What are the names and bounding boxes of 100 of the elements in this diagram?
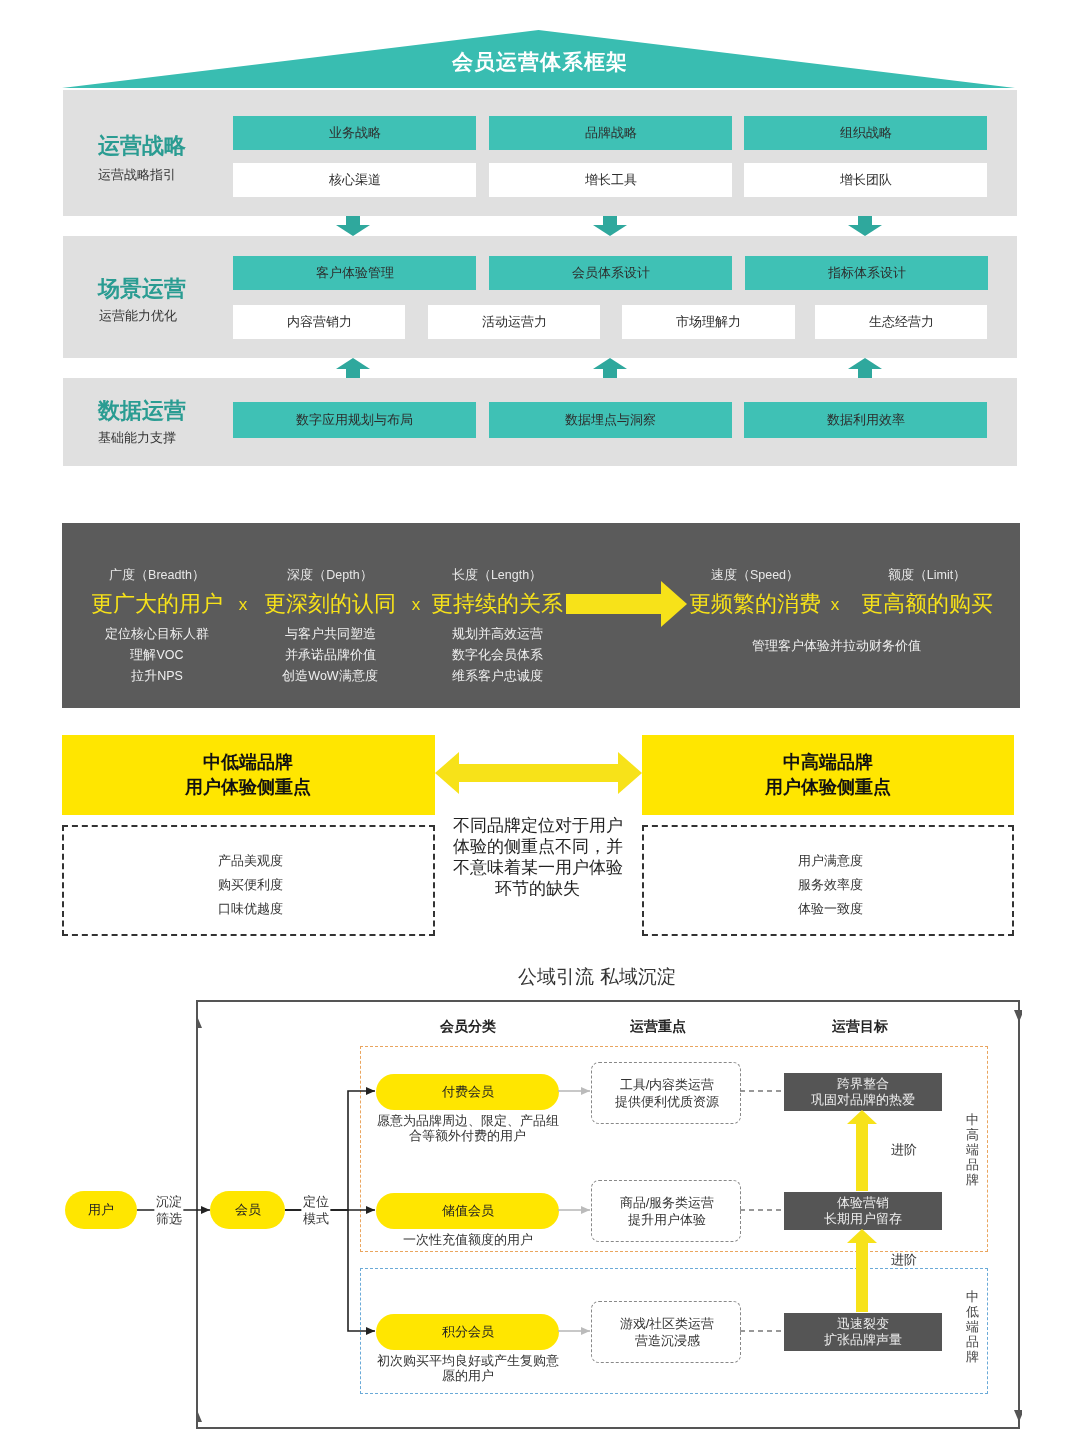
focus-item: 用户满意度 xyxy=(797,853,863,869)
detail-text: 并承诺品牌价值 xyxy=(284,647,376,663)
pillar-box: 品牌战略 xyxy=(489,116,732,150)
multiply-sign: x xyxy=(411,594,421,616)
column-heading: 运营重点 xyxy=(630,1017,686,1035)
pillar-box: 业务战略 xyxy=(233,116,476,150)
capability-box: 市场理解力 xyxy=(622,305,795,339)
section-heading: 公域引流 私域沉淀 xyxy=(518,965,676,989)
operation-box xyxy=(591,1301,741,1363)
capability-box: 生态经营力 xyxy=(815,305,987,339)
operation-text: 工具/内容类运营 xyxy=(619,1077,715,1093)
double-arrow xyxy=(435,752,642,794)
operation-text: 提供便利优质资源 xyxy=(615,1094,719,1110)
layer-band xyxy=(63,90,1017,216)
heading-line: 中高端品牌 xyxy=(783,751,873,773)
dimension-label: 深度（Depth） xyxy=(287,567,373,583)
edge-label: 沉淀筛选 xyxy=(154,1193,184,1227)
pillar-box: 组织战略 xyxy=(744,116,987,150)
layer-title: 运营战略 xyxy=(98,132,186,160)
heading-box xyxy=(642,735,1014,815)
pillar-box: 数据埋点与洞察 xyxy=(489,402,732,438)
goal-box xyxy=(784,1073,942,1111)
detail-text: 规划并高效运营 xyxy=(451,626,543,642)
block-arrow xyxy=(593,216,627,236)
block-arrow xyxy=(847,1110,877,1191)
layer-title: 数据运营 xyxy=(98,397,186,425)
block-arrow xyxy=(593,358,627,378)
goal-text: 长期用户留存 xyxy=(824,1211,902,1227)
dimension-label: 长度（Length） xyxy=(451,567,543,583)
goal-text: 体验营销 xyxy=(837,1195,889,1211)
focus-item: 口味优越度 xyxy=(217,901,283,917)
operation-text: 营造沉浸感 xyxy=(634,1333,700,1349)
capability-box: 增长团队 xyxy=(744,163,987,197)
layer-subtitle: 运营能力优化 xyxy=(99,308,177,324)
dashed-region xyxy=(360,1046,988,1252)
goal-box xyxy=(784,1192,942,1230)
detail-text: 与客户共同塑造 xyxy=(284,626,376,642)
member-pill: 积分会员 xyxy=(376,1314,559,1350)
focus-item: 产品美观度 xyxy=(217,853,283,869)
goal-phrase: 更高额的购买 xyxy=(861,590,993,618)
block-arrow xyxy=(848,358,882,378)
layer-subtitle: 基础能力支撑 xyxy=(98,430,176,446)
multiply-sign: x xyxy=(238,594,248,616)
heading-line: 中低端品牌 xyxy=(203,751,293,773)
dashed-connector xyxy=(739,1330,784,1332)
detail-text: 管理客户体验并拉动财务价值 xyxy=(751,638,921,654)
edge-label: 定位模式 xyxy=(301,1193,331,1227)
column-heading: 运营目标 xyxy=(832,1017,888,1035)
pillar-box: 指标体系设计 xyxy=(745,256,988,290)
user-pill: 用户 xyxy=(65,1191,137,1229)
focus-item: 购买便利度 xyxy=(217,877,283,893)
dimension-label: 速度（Speed） xyxy=(710,567,800,583)
flow-arrow xyxy=(557,1206,591,1214)
pillar-box: 客户体验管理 xyxy=(233,256,476,290)
layer-title: 场景运营 xyxy=(98,275,186,303)
detail-text: 维系客户忠诚度 xyxy=(451,668,543,684)
dashed-connector xyxy=(739,1209,784,1211)
goal-phrase: 更深刻的认同 xyxy=(264,590,396,618)
member-pill: 付费会员 xyxy=(376,1074,559,1110)
block-arrow xyxy=(336,358,370,378)
goal-text: 扩张品牌声量 xyxy=(824,1332,902,1348)
goal-text: 迅速裂变 xyxy=(837,1316,889,1332)
dashed-box xyxy=(62,825,435,936)
goal-phrase: 更广大的用户 xyxy=(91,590,223,618)
capability-box: 活动运营力 xyxy=(428,305,600,339)
operation-text: 提升用户体验 xyxy=(628,1212,706,1228)
dimension-label: 额度（Limit） xyxy=(887,567,967,583)
multiply-sign: x xyxy=(830,594,840,616)
capability-box: 增长工具 xyxy=(489,163,732,197)
capability-box: 内容营销力 xyxy=(233,305,405,339)
pillar-box: 数字应用规划与布局 xyxy=(233,402,476,438)
flow-arrow xyxy=(557,1087,591,1095)
block-arrow xyxy=(336,216,370,236)
pillar-box: 数据利用效率 xyxy=(744,402,987,438)
operation-text: 商品/服务类运营 xyxy=(619,1195,715,1211)
goal-phrase: 更频繁的消费 xyxy=(689,590,821,618)
layer-band xyxy=(63,378,1017,466)
pillar-box: 会员体系设计 xyxy=(489,256,732,290)
framework-title: 会员运营体系框架 xyxy=(452,49,628,75)
block-arrow xyxy=(847,1229,877,1312)
member-pill: 储值会员 xyxy=(376,1193,559,1229)
focus-item: 体验一致度 xyxy=(797,901,863,917)
block-arrow xyxy=(848,216,882,236)
goal-text: 巩固对品牌的热爱 xyxy=(811,1092,915,1108)
operation-text: 游戏/社区类运营 xyxy=(619,1316,715,1332)
note-text: 不同品牌定位对于用户体验的侧重点不同，并不意味着某一用户体验环节的缺失 xyxy=(451,815,624,899)
detail-text: 定位核心目标人群 xyxy=(105,626,209,642)
edge-label: 进阶 xyxy=(890,1253,918,1267)
column-heading: 会员分类 xyxy=(440,1017,496,1035)
focus-item: 服务效率度 xyxy=(797,877,863,893)
dimension-label: 广度（Breadth） xyxy=(109,567,205,583)
dashed-connector xyxy=(739,1090,784,1092)
heading-box xyxy=(62,735,435,815)
layer-band xyxy=(63,236,1017,358)
layer-subtitle: 运营战略指引 xyxy=(98,167,176,183)
block-arrow xyxy=(566,581,687,627)
heading-line: 用户体验侧重点 xyxy=(185,776,311,798)
goal-phrase: 更持续的关系 xyxy=(431,590,563,618)
tier-label: 中低端品牌 xyxy=(965,1288,981,1364)
capability-box: 核心渠道 xyxy=(233,163,476,197)
